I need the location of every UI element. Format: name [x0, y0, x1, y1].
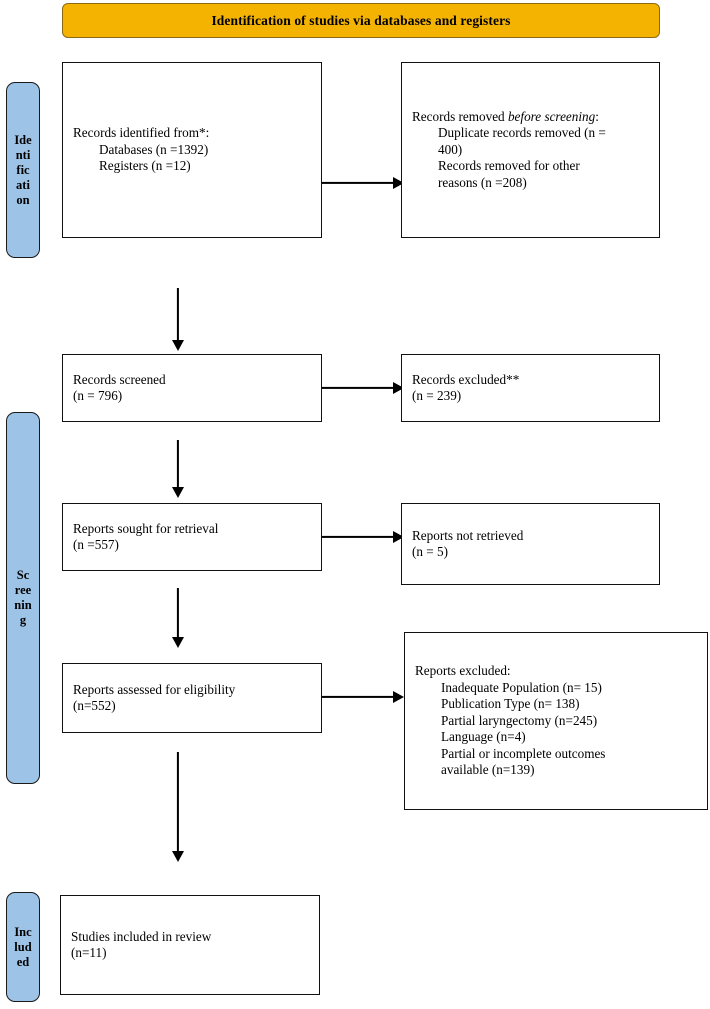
box-reports-excluded: Reports excluded: Inadequate Population … [404, 632, 708, 810]
reports-excluded-line2: Inadequate Population (n= 15) [441, 679, 602, 695]
arrow-identified-to-screened [171, 288, 185, 351]
reports-excluded-line7: available (n=139) [441, 762, 535, 778]
records-excluded-line1: Records excluded** [412, 371, 520, 387]
diagram-banner: Identification of studies via databases … [62, 3, 660, 38]
records-screened-line2: (n = 796) [73, 388, 123, 403]
stage-label-screening-text: Screening [14, 568, 32, 627]
records-removed-line2: Duplicate records removed (n = [438, 125, 606, 141]
records-identified-line3: Registers (n =12) [99, 158, 191, 174]
reports-assessed-line1: Reports assessed for eligibility [73, 681, 236, 697]
records-removed-line5: reasons (n =208) [438, 174, 527, 190]
box-records-screened: Records screened (n = 796) [62, 354, 322, 422]
stage-label-screening: Screening [6, 412, 40, 784]
studies-included-line2: (n=11) [71, 945, 107, 960]
records-identified-line1: Records identified from*: [73, 125, 210, 141]
records-excluded-line2: (n = 239) [412, 388, 462, 403]
reports-excluded-line3: Publication Type (n= 138) [441, 696, 580, 712]
reports-assessed-line2: (n=552) [73, 698, 116, 713]
stage-label-identification-text: Identification [14, 132, 32, 207]
stage-label-identification: Identification [6, 82, 40, 258]
reports-sought-line2: (n =557) [73, 537, 119, 552]
arrow-assessed-to-included [171, 752, 185, 862]
box-reports-not-retrieved: Reports not retrieved (n = 5) [401, 503, 660, 585]
records-removed-line1-a: Records removed [412, 108, 508, 124]
arrow-sought-to-not-retrieved [322, 530, 404, 544]
stage-label-included: Included [6, 892, 40, 1002]
records-identified-line2: Databases (n =1392) [99, 141, 209, 157]
box-reports-assessed: Reports assessed for eligibility (n=552) [62, 663, 322, 733]
reports-excluded-line6: Partial or incomplete outcomes [441, 745, 606, 761]
reports-excluded-line1: Reports excluded: [415, 663, 511, 679]
reports-excluded-line4: Partial laryngectomy (n=245) [441, 712, 598, 728]
reports-excluded-line5: Language (n=4) [441, 729, 526, 745]
banner-title: Identification of studies via databases … [211, 12, 511, 28]
arrow-assessed-to-reports-excluded [322, 690, 404, 704]
arrow-screened-to-sought [171, 440, 185, 498]
reports-not-retrieved-line1: Reports not retrieved [412, 527, 524, 543]
studies-included-line1: Studies included in review [71, 928, 212, 944]
records-screened-line1: Records screened [73, 371, 166, 387]
stage-label-included-text: Included [14, 924, 32, 969]
records-removed-line3: 400) [438, 141, 463, 157]
arrow-identified-to-removed [322, 176, 404, 190]
arrow-sought-to-assessed [171, 588, 185, 648]
box-records-excluded: Records excluded** (n = 239) [401, 354, 660, 422]
box-studies-included: Studies included in review (n=11) [60, 895, 320, 995]
records-removed-line1: Records removed before screening: [412, 109, 649, 126]
records-removed-line1-c: : [595, 108, 599, 124]
records-removed-line4: Records removed for other [438, 158, 580, 174]
box-records-removed: Records removed before screening: Duplic… [401, 62, 660, 238]
reports-not-retrieved-line2: (n = 5) [412, 544, 449, 559]
box-records-identified: Records identified from*: Databases (n =… [62, 62, 322, 238]
box-reports-sought: Reports sought for retrieval (n =557) [62, 503, 322, 571]
arrow-screened-to-excluded [322, 381, 404, 395]
records-removed-line1-b: before screening [507, 108, 596, 124]
reports-sought-line1: Reports sought for retrieval [73, 520, 219, 536]
